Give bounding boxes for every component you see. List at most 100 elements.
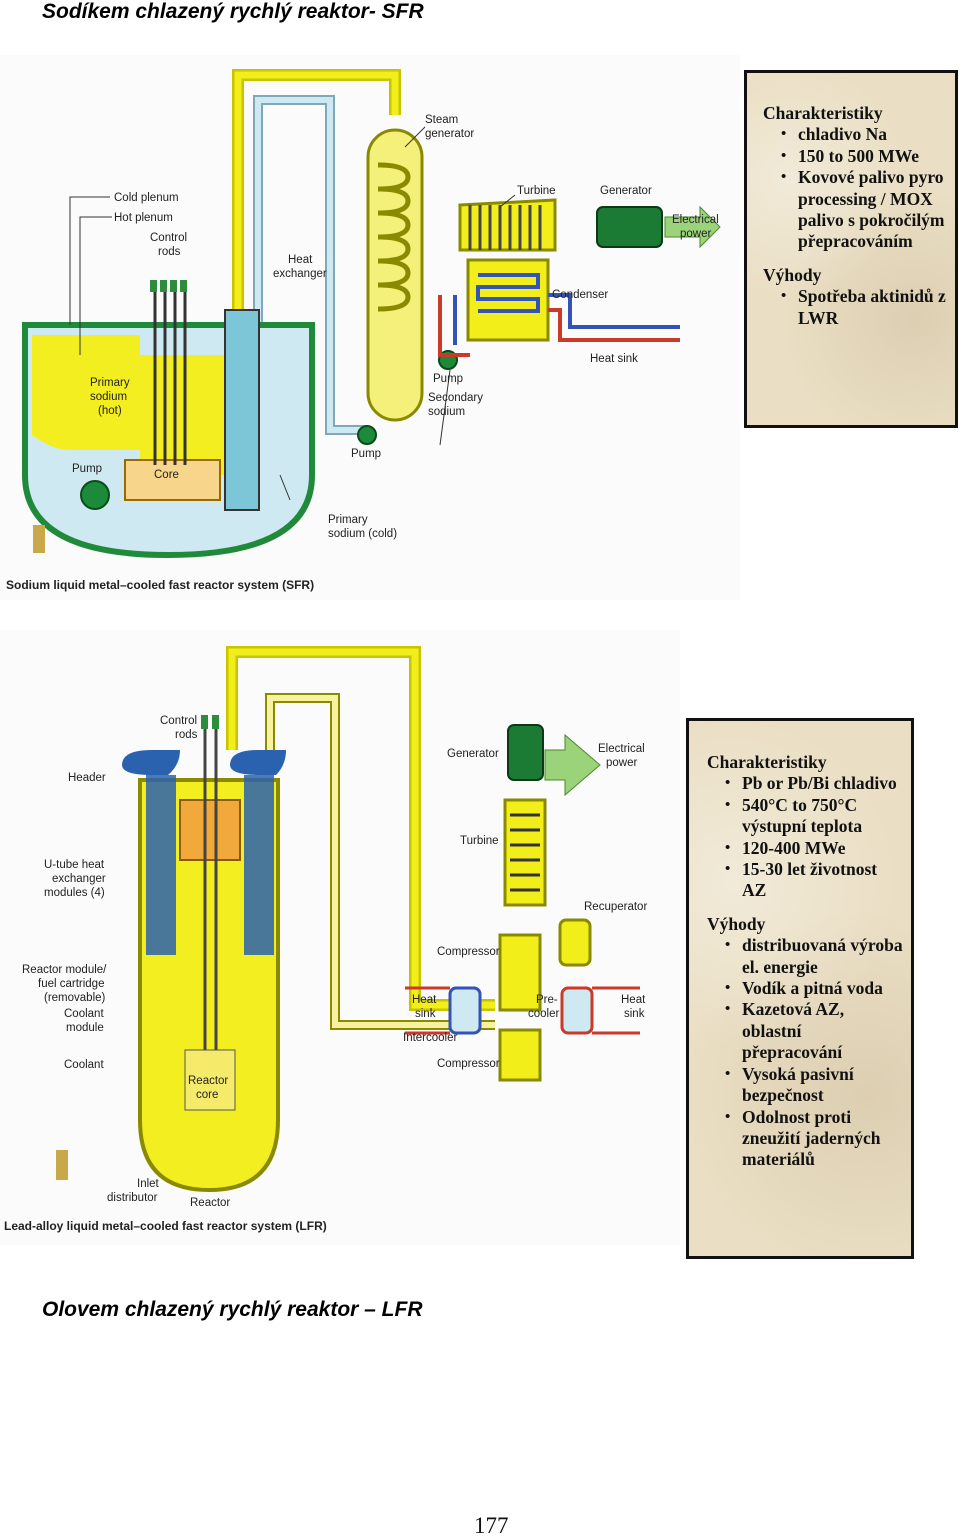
sfr-label-electrical-power: Electrical (672, 214, 719, 226)
lfr-label-electrical-power: Electrical (598, 743, 645, 755)
sfr-label-cold-plenum: Cold plenum (114, 192, 179, 204)
sfr-info-box: Charakteristiky chladivo Na 150 to 500 M… (744, 70, 958, 428)
heat-exchanger (224, 309, 260, 511)
sfr-label-steam-generator: Steam (425, 114, 458, 126)
lfr-info-box: Charakteristiky Pb or Pb/Bi chladivo 540… (686, 718, 914, 1259)
lfr-heading: Olovem chlazený rychlý reaktor – LFR (42, 1298, 423, 1321)
sfr-pump-primary (80, 480, 110, 510)
lfr-diagram: Control rods Header U-tube heat exchange… (0, 630, 680, 1245)
lfr-label-u-tube: U-tube heat (44, 859, 105, 871)
lfr-label-precooler-2: cooler (528, 1008, 559, 1020)
sfr-label-secondary-sodium-2: sodium (428, 406, 465, 418)
control-rods (153, 285, 187, 465)
u-tube-module-right (244, 775, 274, 955)
lfr-label-coolant-module: Coolant (64, 1008, 104, 1020)
lfr-header-left (122, 750, 180, 775)
lfr-label-reactor-module: Reactor module/ (22, 964, 107, 976)
sfr-label-electrical-power-2: power (680, 228, 711, 240)
sfr-label-core: Core (154, 469, 179, 481)
sfr-label-heat-exchanger-2: exchanger (273, 268, 327, 280)
lfr-box-item: 540°C to 750°C výstupní teplota (725, 795, 903, 838)
sfr-label-primary-cold-2: sodium (cold) (328, 528, 397, 540)
lfr-label-inlet-2: distributor (107, 1192, 158, 1204)
sfr-label-heat-sink: Heat sink (590, 353, 638, 365)
sfr-label-primary-cold: Primary (328, 514, 368, 526)
lfr-label-inlet: Inlet (137, 1178, 160, 1190)
sfr-box-title-characteristics: Charakteristiky (763, 103, 883, 123)
sfr-label-primary-hot-3: (hot) (98, 405, 122, 417)
reactor-core (124, 459, 221, 501)
lfr-reactor-core (184, 1049, 236, 1111)
sfr-label-pump-primary: Pump (72, 463, 102, 475)
sfr-label-heat-exchanger: Heat (288, 254, 313, 266)
lfr-label-coolant-module-2: module (66, 1022, 104, 1034)
lfr-intercooler (448, 986, 482, 1035)
sfr-box-item: 150 to 500 MWe (781, 146, 947, 168)
lfr-label-recuperator: Recuperator (584, 901, 647, 913)
lfr-label-compressor-bottom: Compressor (437, 1058, 500, 1070)
lfr-box-title-characteristics: Charakteristiky (707, 752, 827, 772)
lfr-box-item: Vysoká pasivní bezpečnost (725, 1064, 903, 1107)
lfr-label-precooler: Pre- (536, 994, 558, 1006)
person-scale (33, 525, 45, 553)
lfr-compressor-top (498, 933, 542, 1012)
lfr-label-header: Header (68, 772, 106, 784)
lfr-box-item: Pb or Pb/Bi chladivo (725, 773, 903, 795)
lfr-compressor-bottom (498, 1028, 542, 1082)
lfr-label-u-tube-2: exchanger (52, 873, 106, 885)
sfr-label-control-rods-2: rods (158, 246, 181, 258)
lfr-label-electrical-power-2: power (606, 757, 637, 769)
sfr-label-steam-generator-2: generator (425, 128, 474, 140)
sfr-box-item: chladivo Na (781, 124, 947, 146)
sfr-label-primary-hot: Primary (90, 377, 130, 389)
lfr-caption: Lead-alloy liquid metal–cooled fast reac… (4, 1219, 327, 1233)
sfr-label-condenser: Condenser (552, 289, 608, 301)
u-tube-module-left (146, 775, 176, 955)
lfr-label-u-tube-3: modules (4) (44, 887, 105, 899)
lfr-label-control-rods-2: rods (175, 729, 198, 741)
sfr-label-hot-plenum: Hot plenum (114, 212, 173, 224)
lfr-box-item: 15-30 let životnost AZ (725, 859, 903, 902)
page-number: 177 (474, 1513, 509, 1538)
steam-generator (366, 128, 424, 422)
lfr-label-heat-sink-left-2: sink (415, 1008, 436, 1020)
sfr-label-pump-secondary: Pump (433, 373, 463, 385)
lfr-box-item: distribuovaná výroba el. energie (725, 935, 903, 978)
lfr-label-coolant: Coolant (64, 1059, 104, 1071)
sfr-box-title-advantages: Výhody (763, 264, 822, 285)
lfr-turbine (503, 798, 547, 907)
lfr-header-right (230, 750, 286, 775)
sfr-diagram: Cold plenum Hot plenum Control rods Heat… (0, 55, 740, 600)
lfr-box-item: Kazetová AZ, oblastní přepracování (725, 999, 903, 1063)
sfr-caption: Sodium liquid metal–cooled fast reactor … (6, 578, 314, 592)
lfr-label-control-rods: Control (160, 715, 197, 727)
lfr-precooler (560, 986, 594, 1035)
lfr-label-compressor-top: Compressor (437, 946, 500, 958)
lfr-label-reactor: Reactor (190, 1197, 230, 1209)
lfr-box-item: 120-400 MWe (725, 838, 903, 860)
sfr-label-turbine: Turbine (517, 185, 556, 197)
lfr-label-intercooler: Intercooler (403, 1032, 458, 1044)
lfr-control-rods (203, 720, 218, 1060)
sfr-heading: Sodíkem chlazený rychlý reaktor- SFR (42, 0, 424, 23)
lfr-label-heat-sink-right: Heat (621, 994, 646, 1006)
lfr-label-heat-sink-right-2: sink (624, 1008, 645, 1020)
lfr-recuperator (558, 918, 592, 967)
sfr-label-control-rods: Control (150, 232, 187, 244)
lfr-label-generator: Generator (447, 748, 499, 760)
sfr-label-secondary-sodium: Secondary (428, 392, 483, 404)
sfr-label-generator: Generator (600, 185, 652, 197)
sfr-pump-loop (357, 425, 377, 445)
lfr-box-item: Vodík a pitná voda (725, 978, 903, 1000)
sfr-label-primary-hot-2: sodium (90, 391, 127, 403)
lfr-label-reactor-module-2: fuel cartridge (38, 978, 104, 990)
sfr-label-pump-loop: Pump (351, 448, 381, 460)
sfr-box-item: Kovové palivo pyro processing / MOX pali… (781, 167, 947, 253)
lfr-box-item: Odolnost proti zneužití jaderných materi… (725, 1107, 903, 1171)
lfr-generator (507, 724, 544, 781)
lfr-label-heat-sink-left: Heat (412, 994, 437, 1006)
sfr-box-item: Spotřeba aktinidů z LWR (781, 286, 947, 329)
lfr-label-reactor-core: Reactor (188, 1075, 228, 1087)
lfr-label-turbine: Turbine (460, 835, 499, 847)
lfr-label-reactor-module-3: (removable) (44, 992, 106, 1004)
